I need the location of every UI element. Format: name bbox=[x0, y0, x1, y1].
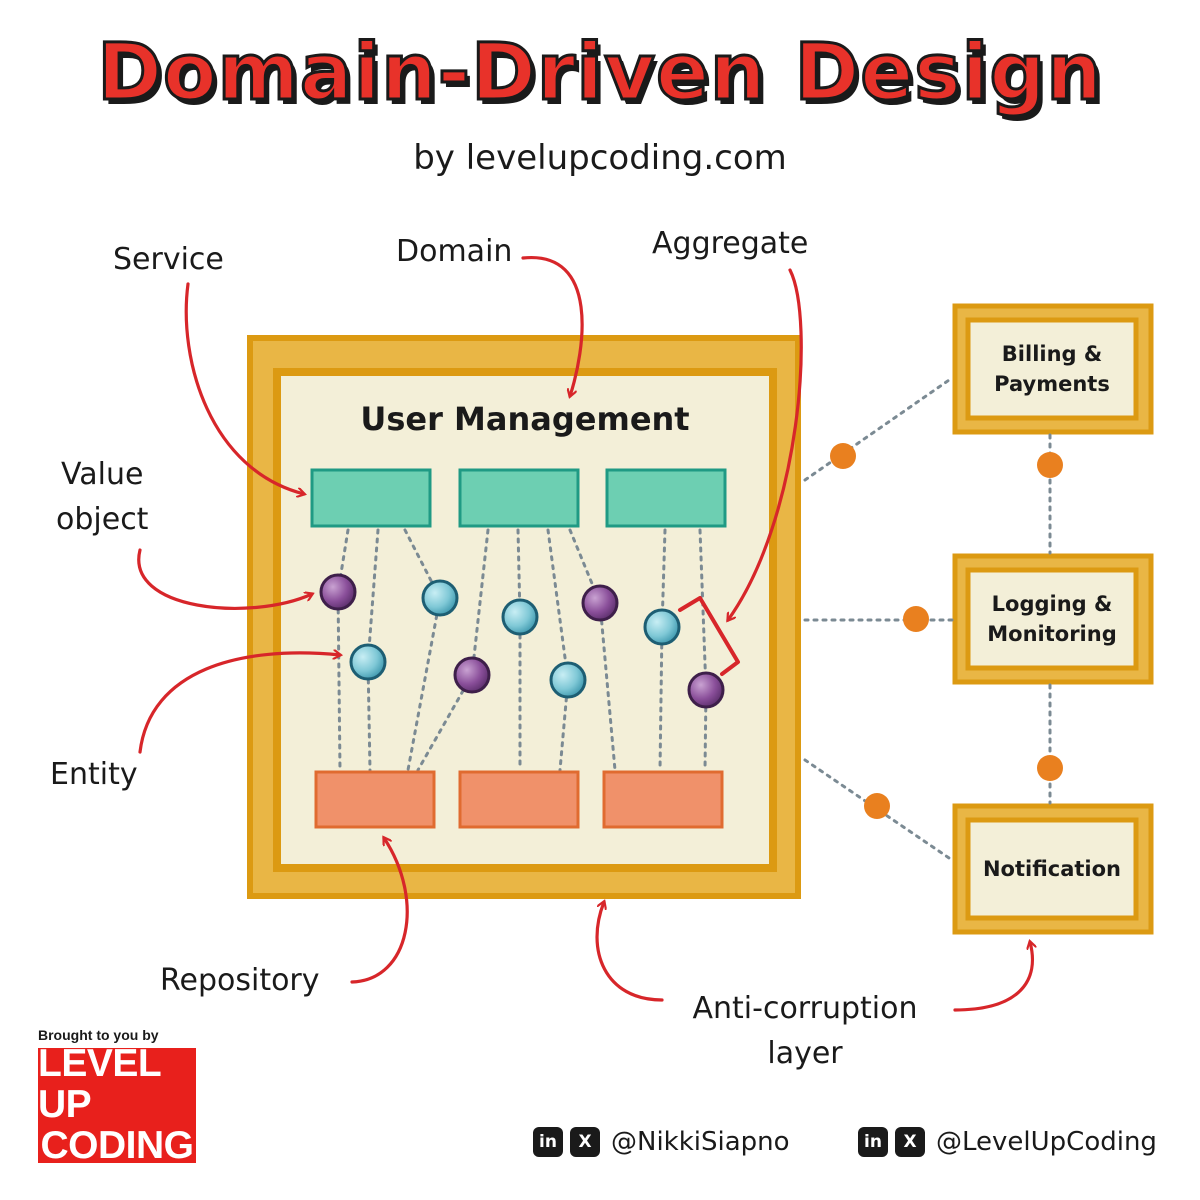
repository-arrow bbox=[350, 838, 409, 984]
notification-context-name: Notification bbox=[982, 856, 1122, 881]
x-icon[interactable]: X bbox=[570, 1127, 600, 1157]
service-arrow bbox=[184, 282, 304, 494]
notification-context-box bbox=[952, 803, 1154, 935]
domain-title: User Management bbox=[360, 400, 690, 438]
logo-line-1: LEVEL UP bbox=[38, 1042, 161, 1127]
linkedin-icon[interactable]: in bbox=[858, 1127, 888, 1157]
aggregate-bracket bbox=[678, 596, 740, 676]
aggregate-arrow bbox=[728, 268, 803, 620]
value-object bbox=[453, 656, 491, 694]
repository-label: Repository bbox=[160, 963, 320, 998]
x-icon[interactable]: X bbox=[895, 1127, 925, 1157]
service-label: Service bbox=[113, 242, 224, 277]
service-box bbox=[605, 468, 727, 528]
social-handle[interactable]: @LevelUpCoding bbox=[936, 1127, 1157, 1157]
logging-context-name: Logging & Monitoring bbox=[987, 591, 1117, 646]
level-up-coding-logo: LEVEL UP CODING bbox=[38, 1043, 196, 1166]
value-object-label: Value object bbox=[56, 457, 149, 537]
connector-dot bbox=[1037, 755, 1063, 781]
entity-label: Entity bbox=[50, 757, 138, 792]
value-object bbox=[581, 584, 619, 622]
anti-corruption-arrow-left bbox=[595, 902, 664, 1002]
social-levelupcoding: in X @LevelUpCoding bbox=[858, 1122, 1157, 1162]
logging-context-box bbox=[952, 553, 1154, 685]
service-box bbox=[458, 468, 580, 528]
page-title: Domain-Driven Design bbox=[96, 27, 1103, 120]
aggregate-label: Aggregate bbox=[652, 226, 809, 261]
anti-corruption-label: Anti-corruption layer bbox=[692, 991, 918, 1071]
entity-arrow bbox=[138, 653, 340, 754]
value-object bbox=[319, 573, 357, 611]
billing-context-name: Billing & Payments bbox=[994, 341, 1110, 396]
repository-box bbox=[314, 770, 436, 829]
value-object bbox=[687, 671, 725, 709]
social-nikki: in X @NikkiSiapno bbox=[533, 1122, 790, 1162]
connector-dot bbox=[903, 606, 929, 632]
entity bbox=[643, 608, 681, 646]
linkedin-icon[interactable]: in bbox=[533, 1127, 563, 1157]
entity bbox=[549, 661, 587, 699]
logo-line-2: CODING bbox=[40, 1123, 195, 1167]
entity bbox=[349, 643, 387, 681]
anti-corruption-arrow-right bbox=[953, 942, 1032, 1012]
page-subtitle: by levelupcoding.com bbox=[413, 138, 787, 178]
entity bbox=[421, 579, 459, 617]
connector-dot bbox=[830, 443, 856, 469]
connector-dot bbox=[864, 793, 890, 819]
value-object-arrow bbox=[137, 548, 312, 610]
connector-dot bbox=[1037, 452, 1063, 478]
social-handle[interactable]: @NikkiSiapno bbox=[611, 1127, 790, 1157]
billing-context-box bbox=[952, 303, 1154, 435]
domain-label: Domain bbox=[396, 234, 513, 269]
brought-by-text: Brought to you by bbox=[38, 1027, 159, 1043]
repository-box bbox=[602, 770, 724, 829]
service-box bbox=[310, 468, 432, 528]
repository-box bbox=[458, 770, 580, 829]
entity bbox=[501, 598, 539, 636]
domain-arrow bbox=[521, 256, 584, 396]
